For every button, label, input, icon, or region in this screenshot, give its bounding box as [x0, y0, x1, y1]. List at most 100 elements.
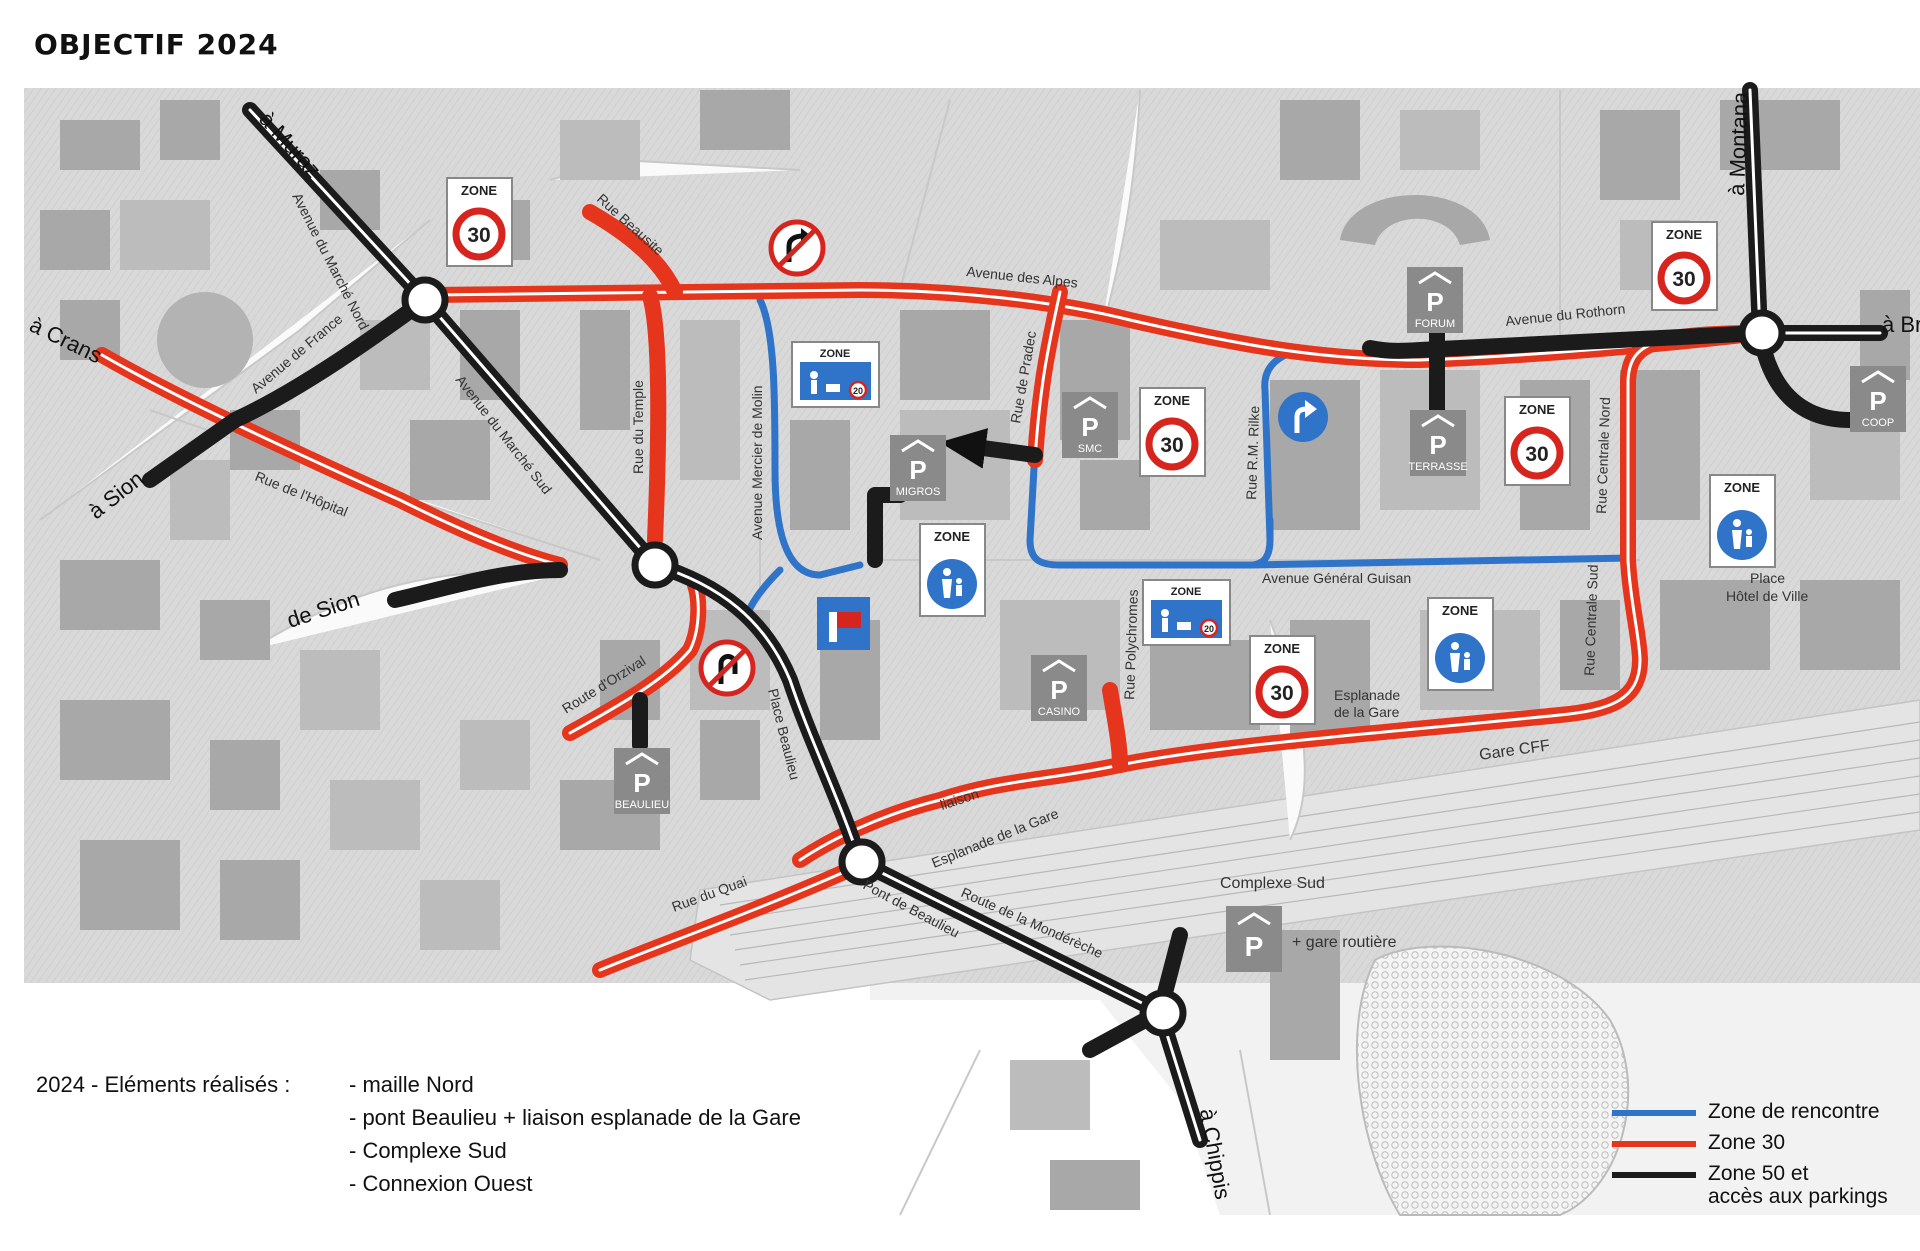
zone-sign-label: ZONE: [1154, 393, 1190, 408]
roundabout-beaulieu: [838, 838, 886, 886]
pedestrian-zone-sign: ZONE: [919, 523, 986, 617]
label-complexe-sud: Complexe Sud: [1220, 875, 1325, 892]
legend-row-rencontre: Zone de rencontre: [1612, 1100, 1918, 1123]
place-beaulieu-black-inner: [653, 563, 1162, 1014]
rue-pradec-red-inner: [1033, 290, 1062, 462]
avenue-mercier-blue: [756, 296, 824, 579]
legend-swatch-black: [1612, 1172, 1696, 1178]
zone-30-sign: ZONE 30: [1139, 387, 1206, 477]
rue-hopital-red-inner: [100, 353, 562, 567]
zone-50-roads: [142, 82, 1888, 1148]
parking-letter: P: [1081, 412, 1098, 442]
de-sion-black: [387, 562, 568, 608]
speed-limit-value: 30: [1160, 434, 1183, 457]
speed-limit-value: 30: [467, 224, 490, 247]
parking-label: SMC: [1078, 443, 1103, 455]
dest-montana: à Montana: [1724, 91, 1753, 197]
pedestrian-zone-sign: ZONE: [1427, 597, 1494, 691]
zone-30-sign: ZONE 30: [446, 177, 513, 267]
label-rue-polychromes: Rue Polychromes: [1121, 589, 1141, 700]
legend-label: Zone 30: [1708, 1131, 1786, 1154]
pedestrian-zone-signs: ZONE ZONE ZONE: [919, 474, 1776, 691]
pedestrian-icon: [943, 568, 951, 576]
roundabout-chippis: [1139, 989, 1187, 1037]
legend-swatch-red: [1612, 1141, 1696, 1147]
parking-label: BEAULIEU: [615, 799, 669, 811]
parking-sign-migros: P MIGROS: [890, 435, 946, 501]
legend-item: - pont Beaulieu + liaison esplanade de l…: [349, 1105, 801, 1130]
pedestrian-icon: [1451, 642, 1459, 650]
speed-limit-value: 20: [853, 386, 863, 396]
roundabout-montana: [1738, 309, 1786, 357]
legend-heading: 2024 - Eléments réalisés :: [36, 1072, 291, 1097]
route-orzival-red-inner: [568, 583, 700, 735]
label-avenue-mercier: Avenue Mercier de Molin: [749, 385, 765, 540]
zone-30-sign: ZONE 30: [1249, 635, 1316, 725]
label-gare-routiere: + gare routière: [1292, 934, 1397, 951]
parking-sign-terrasse: P TERRASSE: [1408, 410, 1468, 476]
roundabout-temple: [631, 541, 679, 589]
parking-sign-complexe-sud: P: [1226, 906, 1282, 972]
dest-br: à Br: [1882, 312, 1920, 337]
avenue-france-black: [142, 292, 433, 488]
label-rue-centrale-sud: Rue Centrale Sud: [1581, 564, 1601, 676]
legend-elements-realises: 2024 - Eléments réalisés : - maille Nord…: [36, 1072, 801, 1204]
traffic-signs: [698, 219, 1328, 697]
label-rue-rilke: Rue R.M. Rilke: [1243, 405, 1262, 500]
label-rue-centrale-nord: Rue Centrale Nord: [1593, 397, 1613, 514]
parking-sign-forum: P FORUM: [1407, 267, 1463, 333]
legend-swatch-blue: [1612, 1110, 1696, 1116]
parking-sign-smc: P SMC: [1062, 392, 1118, 458]
parking-letter: P: [1869, 386, 1886, 416]
rothorn-black: [1362, 325, 1768, 359]
rue-centrale-red-inner: [798, 331, 1747, 862]
parking-label: TERRASSE: [1408, 461, 1467, 473]
zone-30-sign: ZONE 30: [1651, 221, 1718, 311]
parking-sign-beaulieu: P BEAULIEU: [614, 748, 670, 814]
no-left-turn-sign: [768, 219, 826, 277]
legend-zones: Zone de rencontre Zone 30 Zone 50 et acc…: [1612, 1100, 1918, 1216]
rue-temple-red: [642, 288, 667, 548]
speed-limit-value: 30: [1672, 268, 1695, 291]
legend-row-zone50: Zone 50 et accès aux parkings: [1612, 1162, 1918, 1208]
zone-rencontre-signs: ZONE 20 ZONE 20: [791, 341, 1231, 646]
parking-letter: P: [1245, 931, 1264, 962]
turn-right-sign: [1278, 392, 1328, 442]
pradec-guisan-blue: [1026, 446, 1274, 569]
parking-sign-coop: P COOP: [1850, 366, 1906, 432]
parking-letter: P: [1429, 430, 1446, 460]
parking-label: FORUM: [1415, 318, 1455, 330]
speed-limit-value: 30: [1525, 443, 1548, 466]
map-title: OBJECTIF 2024: [34, 28, 279, 61]
u-turn-arrow-icon: [718, 654, 738, 684]
parking-label: COOP: [1862, 417, 1894, 429]
parking-letter: P: [909, 455, 926, 485]
label-esplanade-gare: Esplanade: [1334, 687, 1400, 703]
label-rue-temple: Rue du Temple: [630, 380, 646, 474]
dead-end-sign: [817, 597, 870, 650]
zone-sign-label: ZONE: [1264, 641, 1300, 656]
parking-letter: P: [1426, 287, 1443, 317]
smc-access-black: [939, 428, 1043, 469]
zone-sign-label: ZONE: [461, 183, 497, 198]
roundabout-muraz: [401, 276, 449, 324]
parking-letter: P: [633, 768, 650, 798]
parking-label: MIGROS: [896, 486, 941, 498]
speed-limit-value: 20: [1204, 624, 1214, 634]
zone-sign-label: ZONE: [1442, 603, 1478, 618]
zone-sign-label: ZONE: [934, 529, 970, 544]
speed-limit-value: 30: [1270, 682, 1293, 705]
legend-item: - Connexion Ouest: [349, 1171, 533, 1196]
zone-sign-label: ZONE: [1171, 586, 1202, 598]
rue-polychromes-red: [1102, 682, 1128, 773]
parking-signs: P FORUM P SMC P MIGROS P TERRASSE P COOP: [614, 267, 1906, 972]
zone-30-signs: ZONE 30 ZONE 30 ZONE 30 ZONE 30 ZONE 30: [446, 177, 1718, 725]
pedestrian-icon: [1733, 519, 1741, 527]
zone-sign-label: ZONE: [1666, 227, 1702, 242]
roundabouts: [401, 276, 1786, 1037]
parking-sign-casino: P CASINO: [1031, 655, 1087, 721]
zone-sign-label: ZONE: [820, 348, 851, 360]
pedestrian-zone-sign: ZONE: [1709, 474, 1776, 568]
label-place-hotel-ville: Place: [1750, 570, 1785, 586]
